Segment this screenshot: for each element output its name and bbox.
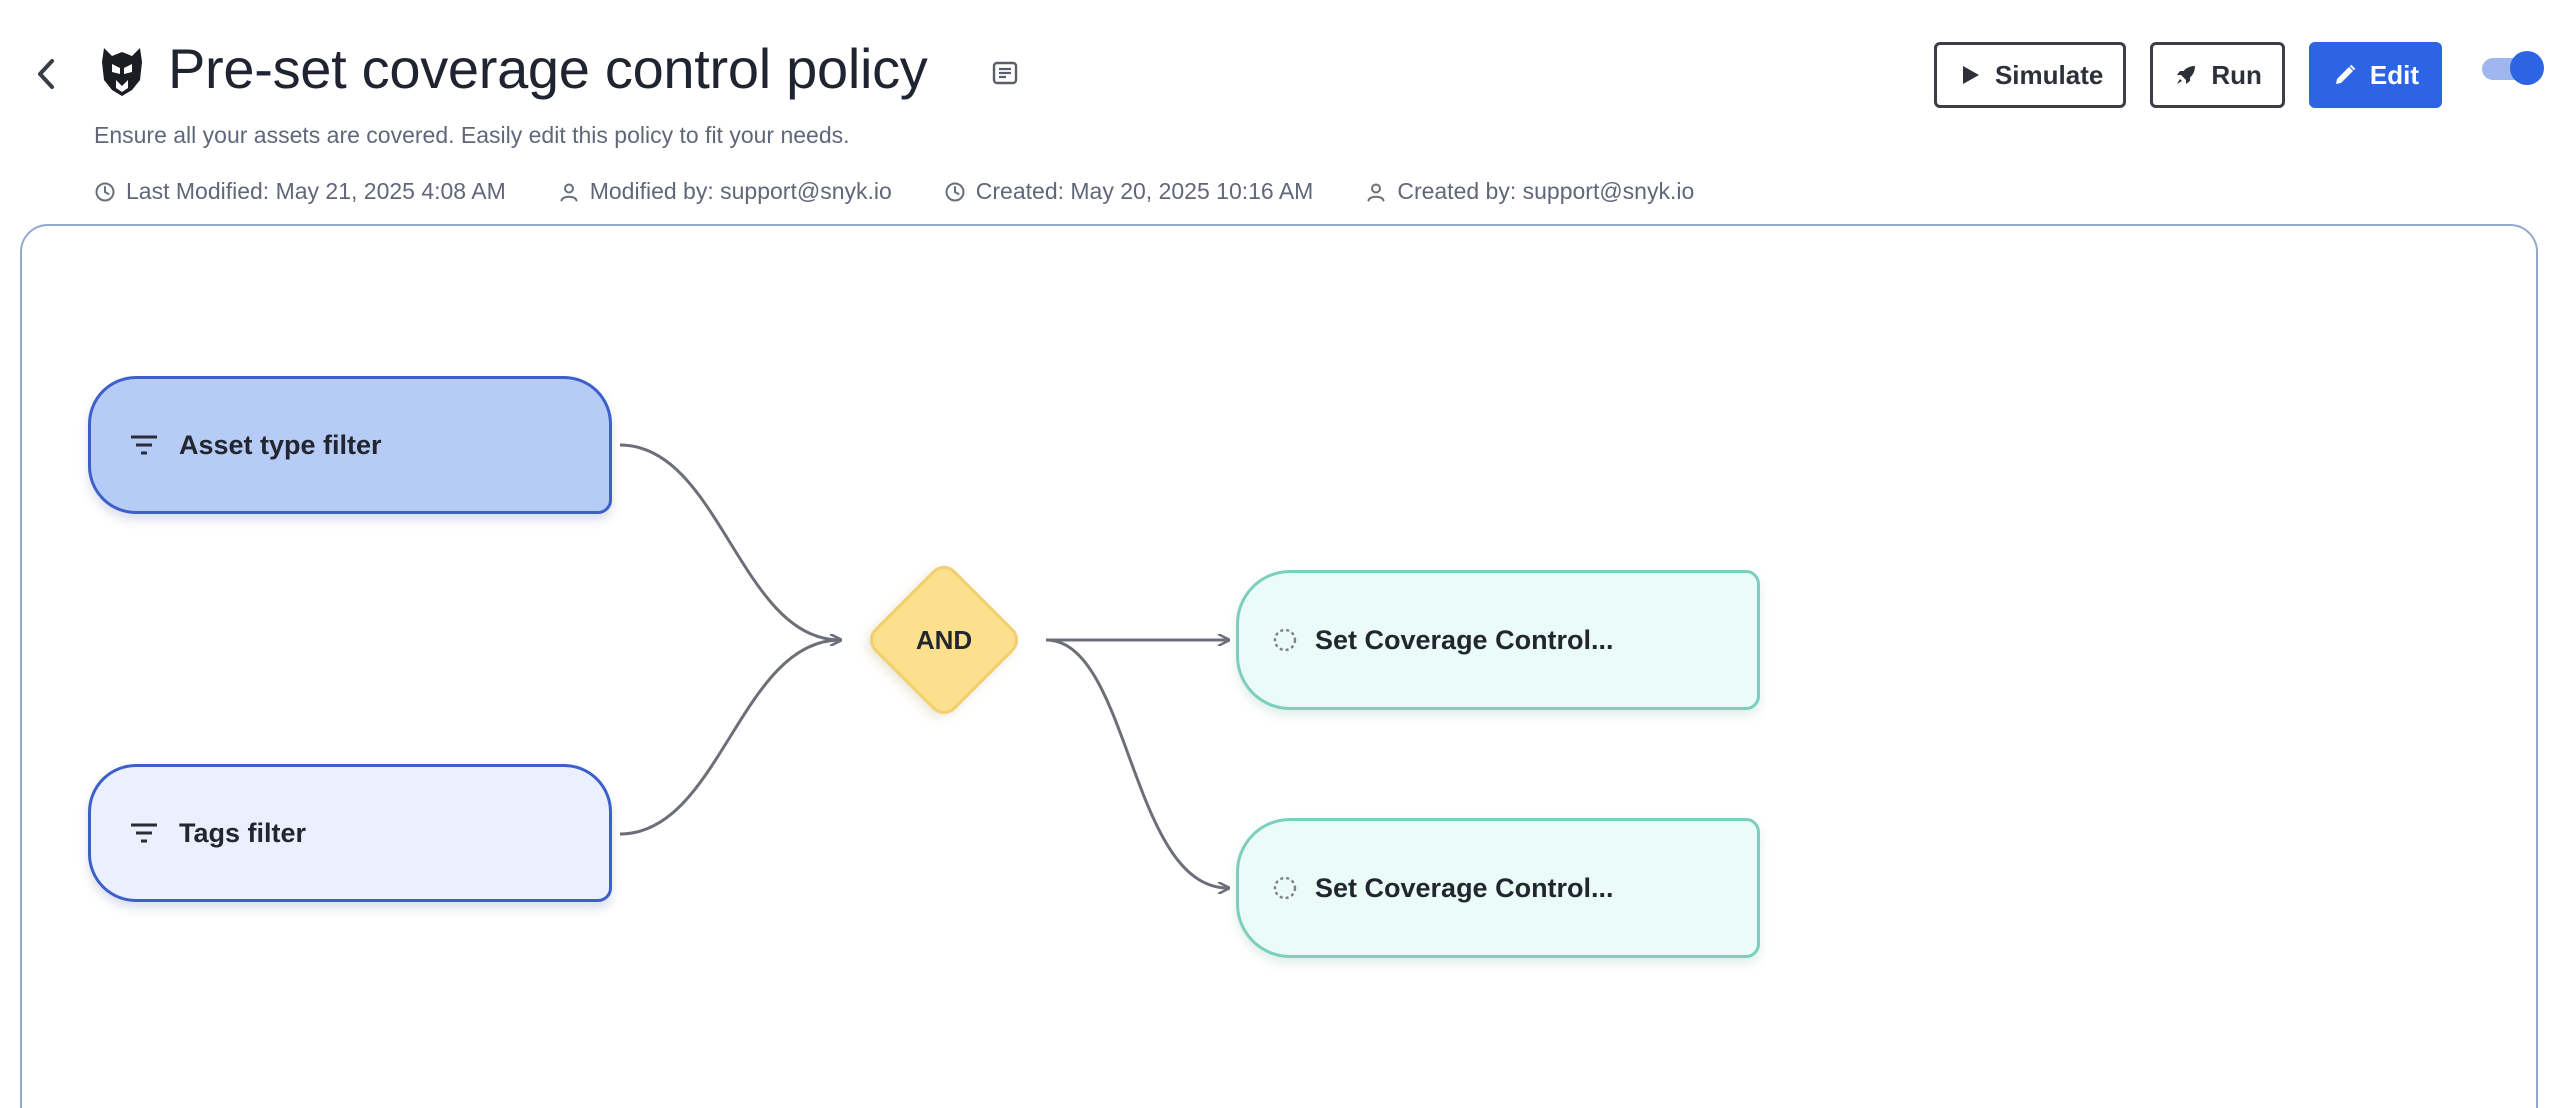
back-button[interactable] (28, 52, 64, 96)
simulate-button[interactable]: Simulate (1933, 42, 2127, 108)
meta-modified-by-text: Modified by: support@snyk.io (589, 178, 892, 204)
meta-created-by-text: Created by: support@snyk.io (1397, 178, 1695, 204)
meta-created-by: Created by: support@snyk.io (1365, 178, 1694, 205)
filter-icon (131, 823, 157, 843)
flow-node-set-coverage-control-1[interactable]: Set Coverage Control... (1236, 570, 1760, 710)
meta-modified-by: Modified by: support@snyk.io (558, 178, 892, 205)
user-icon (560, 183, 578, 201)
flow-node-tags-filter[interactable]: Tags filter (88, 764, 612, 902)
meta-last-modified: Last Modified: May 21, 2025 4:08 AM (94, 178, 506, 205)
clock-icon (945, 182, 965, 201)
flow-node-set-coverage-control-2[interactable]: Set Coverage Control... (1236, 818, 1760, 958)
flow-node-label: Set Coverage Control... (1315, 624, 1614, 655)
loading-spinner-icon (1273, 628, 1297, 652)
edit-button[interactable]: Edit (2308, 42, 2442, 108)
and-gate-label: AND (915, 624, 973, 655)
note-icon[interactable] (990, 58, 1020, 88)
meta-created: Created: May 20, 2025 10:16 AM (944, 178, 1314, 205)
clock-icon (95, 182, 115, 201)
chevron-left-icon (38, 59, 54, 89)
run-button[interactable]: Run (2150, 42, 2285, 108)
flow-node-asset-type-filter[interactable]: Asset type filter (88, 376, 612, 514)
page-title: Pre-set coverage control policy (168, 37, 928, 100)
pencil-icon (2335, 64, 2356, 84)
rocket-icon (2177, 66, 2196, 84)
flow-node-and-gate[interactable]: AND (858, 554, 1030, 726)
run-button-label: Run (2211, 59, 2262, 90)
page-subtitle: Ensure all your assets are covered. Easi… (94, 122, 850, 148)
metadata-bar: Last Modified: May 21, 2025 4:08 AM Modi… (94, 178, 1746, 205)
meta-created-text: Created: May 20, 2025 10:16 AM (975, 178, 1314, 204)
edit-button-label: Edit (2369, 59, 2419, 90)
simulate-button-label: Simulate (1994, 59, 2104, 90)
policy-enabled-toggle[interactable] (2482, 50, 2544, 86)
meta-last-modified-text: Last Modified: May 21, 2025 4:08 AM (126, 178, 506, 204)
snyk-logo-icon (102, 48, 142, 96)
action-toolbar: Simulate Run Edit (1910, 42, 2442, 108)
filter-icon (131, 435, 157, 455)
flow-node-label: Tags filter (179, 817, 307, 848)
user-icon (1367, 183, 1385, 201)
toggle-knob (2510, 51, 2544, 85)
loading-spinner-icon (1273, 876, 1297, 900)
play-icon (1962, 66, 1979, 84)
flow-node-label: Asset type filter (179, 429, 382, 460)
flow-node-label: Set Coverage Control... (1315, 872, 1614, 903)
